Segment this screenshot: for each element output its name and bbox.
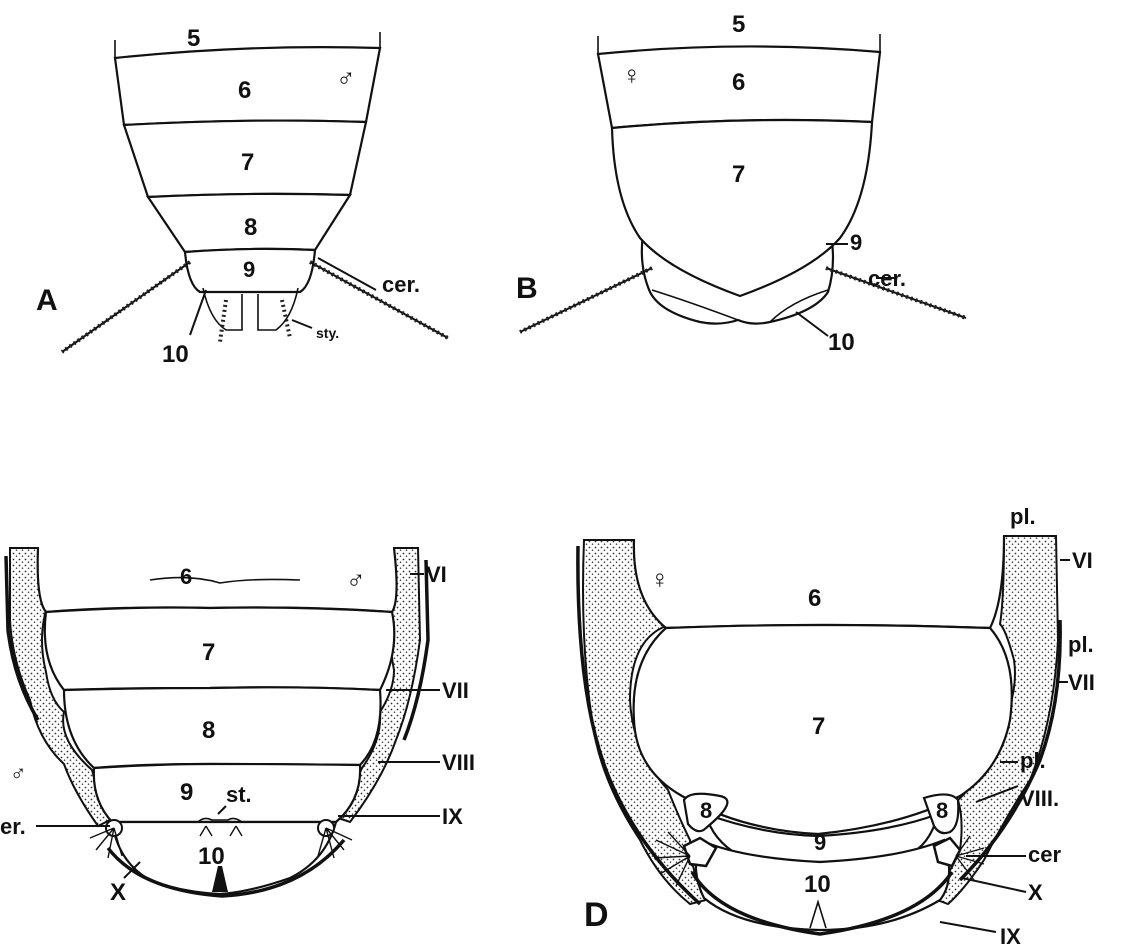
d-segment-6 bbox=[634, 536, 1004, 628]
c-label-7: 7 bbox=[202, 639, 215, 666]
d-label-VI: VI bbox=[1072, 548, 1093, 573]
b-label-7: 7 bbox=[732, 161, 745, 188]
a-label-5: 5 bbox=[187, 25, 200, 52]
c-sex-symbol: ♂ bbox=[346, 564, 366, 594]
d-label-pl-top: pl. bbox=[1010, 504, 1036, 529]
a-label-cer: cer. bbox=[382, 272, 420, 297]
panel-d: D ♀ 6 7 8 8 9 10 pl. pl. pl. cer VI VII … bbox=[578, 504, 1095, 949]
d-panel-letter: D bbox=[584, 896, 609, 934]
b-label-9: 9 bbox=[850, 230, 862, 255]
c-label-VII: VII bbox=[442, 678, 469, 703]
c-segment-8 bbox=[64, 687, 381, 768]
b-sex-symbol: ♀ bbox=[622, 60, 642, 90]
b-label-5: 5 bbox=[732, 11, 745, 38]
b-label-6: 6 bbox=[732, 69, 745, 96]
c-label-X: X bbox=[110, 879, 126, 906]
a-label-sty: sty. bbox=[316, 325, 339, 341]
d-label-10: 10 bbox=[804, 871, 831, 898]
a-label-7: 7 bbox=[241, 149, 254, 176]
d-label-9: 9 bbox=[814, 830, 826, 855]
a-label-8: 8 bbox=[244, 214, 257, 241]
c-label-10: 10 bbox=[198, 843, 225, 870]
d-label-8-right: 8 bbox=[936, 798, 948, 823]
c-label-VI: VI bbox=[426, 562, 447, 587]
panel-c: ♂ ♂ 6 7 8 9 10 st. er. VI VII VIII IX X bbox=[0, 548, 475, 906]
panel-a: A ♂ 5 6 7 8 9 10 cer. sty. bbox=[36, 25, 448, 368]
d-label-VII: VII bbox=[1068, 670, 1095, 695]
c-label-st: st. bbox=[226, 782, 252, 807]
b-label-cer: cer. bbox=[868, 266, 906, 291]
c-label-8: 8 bbox=[202, 717, 215, 744]
a-label-10: 10 bbox=[162, 341, 189, 368]
a-left-stylus bbox=[220, 300, 226, 342]
c-label-IX: IX bbox=[442, 804, 463, 829]
a-segment-10 bbox=[203, 288, 298, 330]
d-label-VIII: VIII. bbox=[1020, 786, 1059, 811]
d-label-IX: IX bbox=[1000, 924, 1021, 949]
b-panel-letter: B bbox=[516, 272, 538, 305]
d-label-cer: cer bbox=[1028, 842, 1061, 867]
c-label-9: 9 bbox=[180, 779, 193, 806]
a-panel-letter: A bbox=[36, 284, 58, 317]
d-label-pl-mid: pl. bbox=[1068, 632, 1094, 657]
c-label-6: 6 bbox=[180, 564, 192, 589]
a-label-9: 9 bbox=[243, 257, 255, 282]
d-label-8-left: 8 bbox=[700, 798, 712, 823]
d-label-X: X bbox=[1028, 880, 1043, 905]
d-label-6: 6 bbox=[808, 585, 821, 612]
d-sex-symbol: ♀ bbox=[650, 564, 670, 594]
c-label-cer: er. bbox=[0, 814, 26, 839]
d-label-7: 7 bbox=[812, 713, 825, 740]
c-label-VIII: VIII bbox=[442, 750, 475, 775]
b-label-10: 10 bbox=[828, 329, 855, 356]
c-corner-mark: ♂ bbox=[10, 760, 27, 785]
d-label-pl-low: pl. bbox=[1020, 748, 1046, 773]
c-segment-6 bbox=[38, 548, 397, 612]
a-sex-symbol: ♂ bbox=[336, 62, 356, 92]
panel-b: B ♀ 5 6 7 9 10 cer. bbox=[516, 11, 966, 356]
c-segment-7 bbox=[45, 608, 394, 691]
a-label-6: 6 bbox=[238, 77, 251, 104]
